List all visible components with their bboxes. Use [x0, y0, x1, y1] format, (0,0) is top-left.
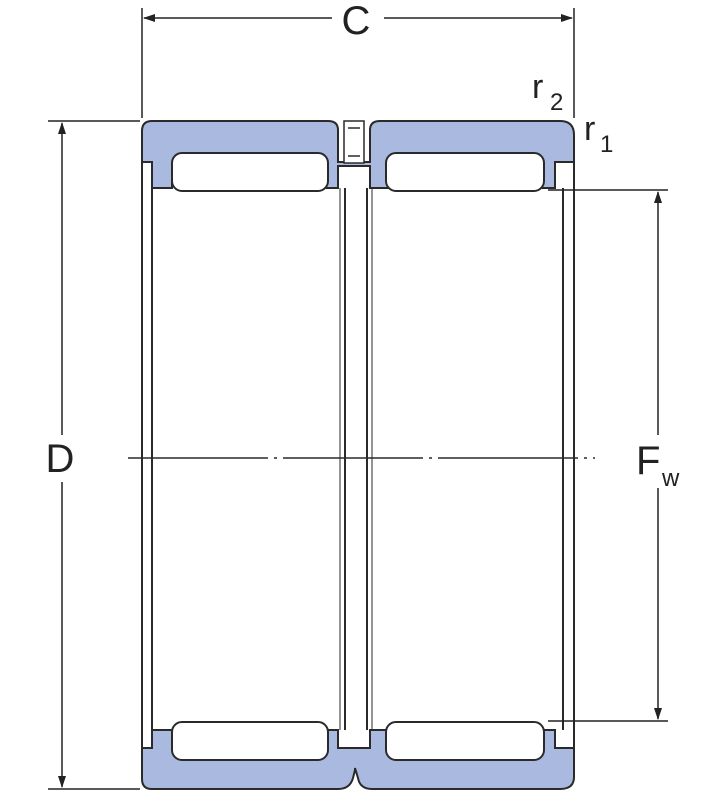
outer-ring-top — [141, 120, 575, 189]
dimension-fw — [548, 189, 668, 722]
outer-ring-section — [141, 120, 575, 790]
label-d: D — [46, 437, 75, 481]
dimension-c — [141, 8, 575, 118]
lubrication-hole — [343, 120, 365, 164]
roller-bottom-right — [385, 721, 545, 761]
label-fw: F — [636, 439, 660, 483]
roller-top-right — [385, 152, 545, 192]
label-fw-sub: w — [661, 465, 680, 492]
needle-rollers — [171, 152, 545, 761]
label-r2: r — [532, 68, 543, 106]
roller-bottom-left — [171, 721, 329, 761]
label-c: C — [342, 0, 371, 43]
label-r1-sub: 1 — [600, 131, 613, 158]
roller-top-left — [171, 152, 329, 192]
dimension-d — [48, 120, 140, 790]
label-r1: r — [584, 110, 595, 148]
outer-ring-bottom — [141, 729, 575, 790]
label-r2-sub: 2 — [550, 89, 563, 116]
cage-walls — [141, 162, 575, 748]
